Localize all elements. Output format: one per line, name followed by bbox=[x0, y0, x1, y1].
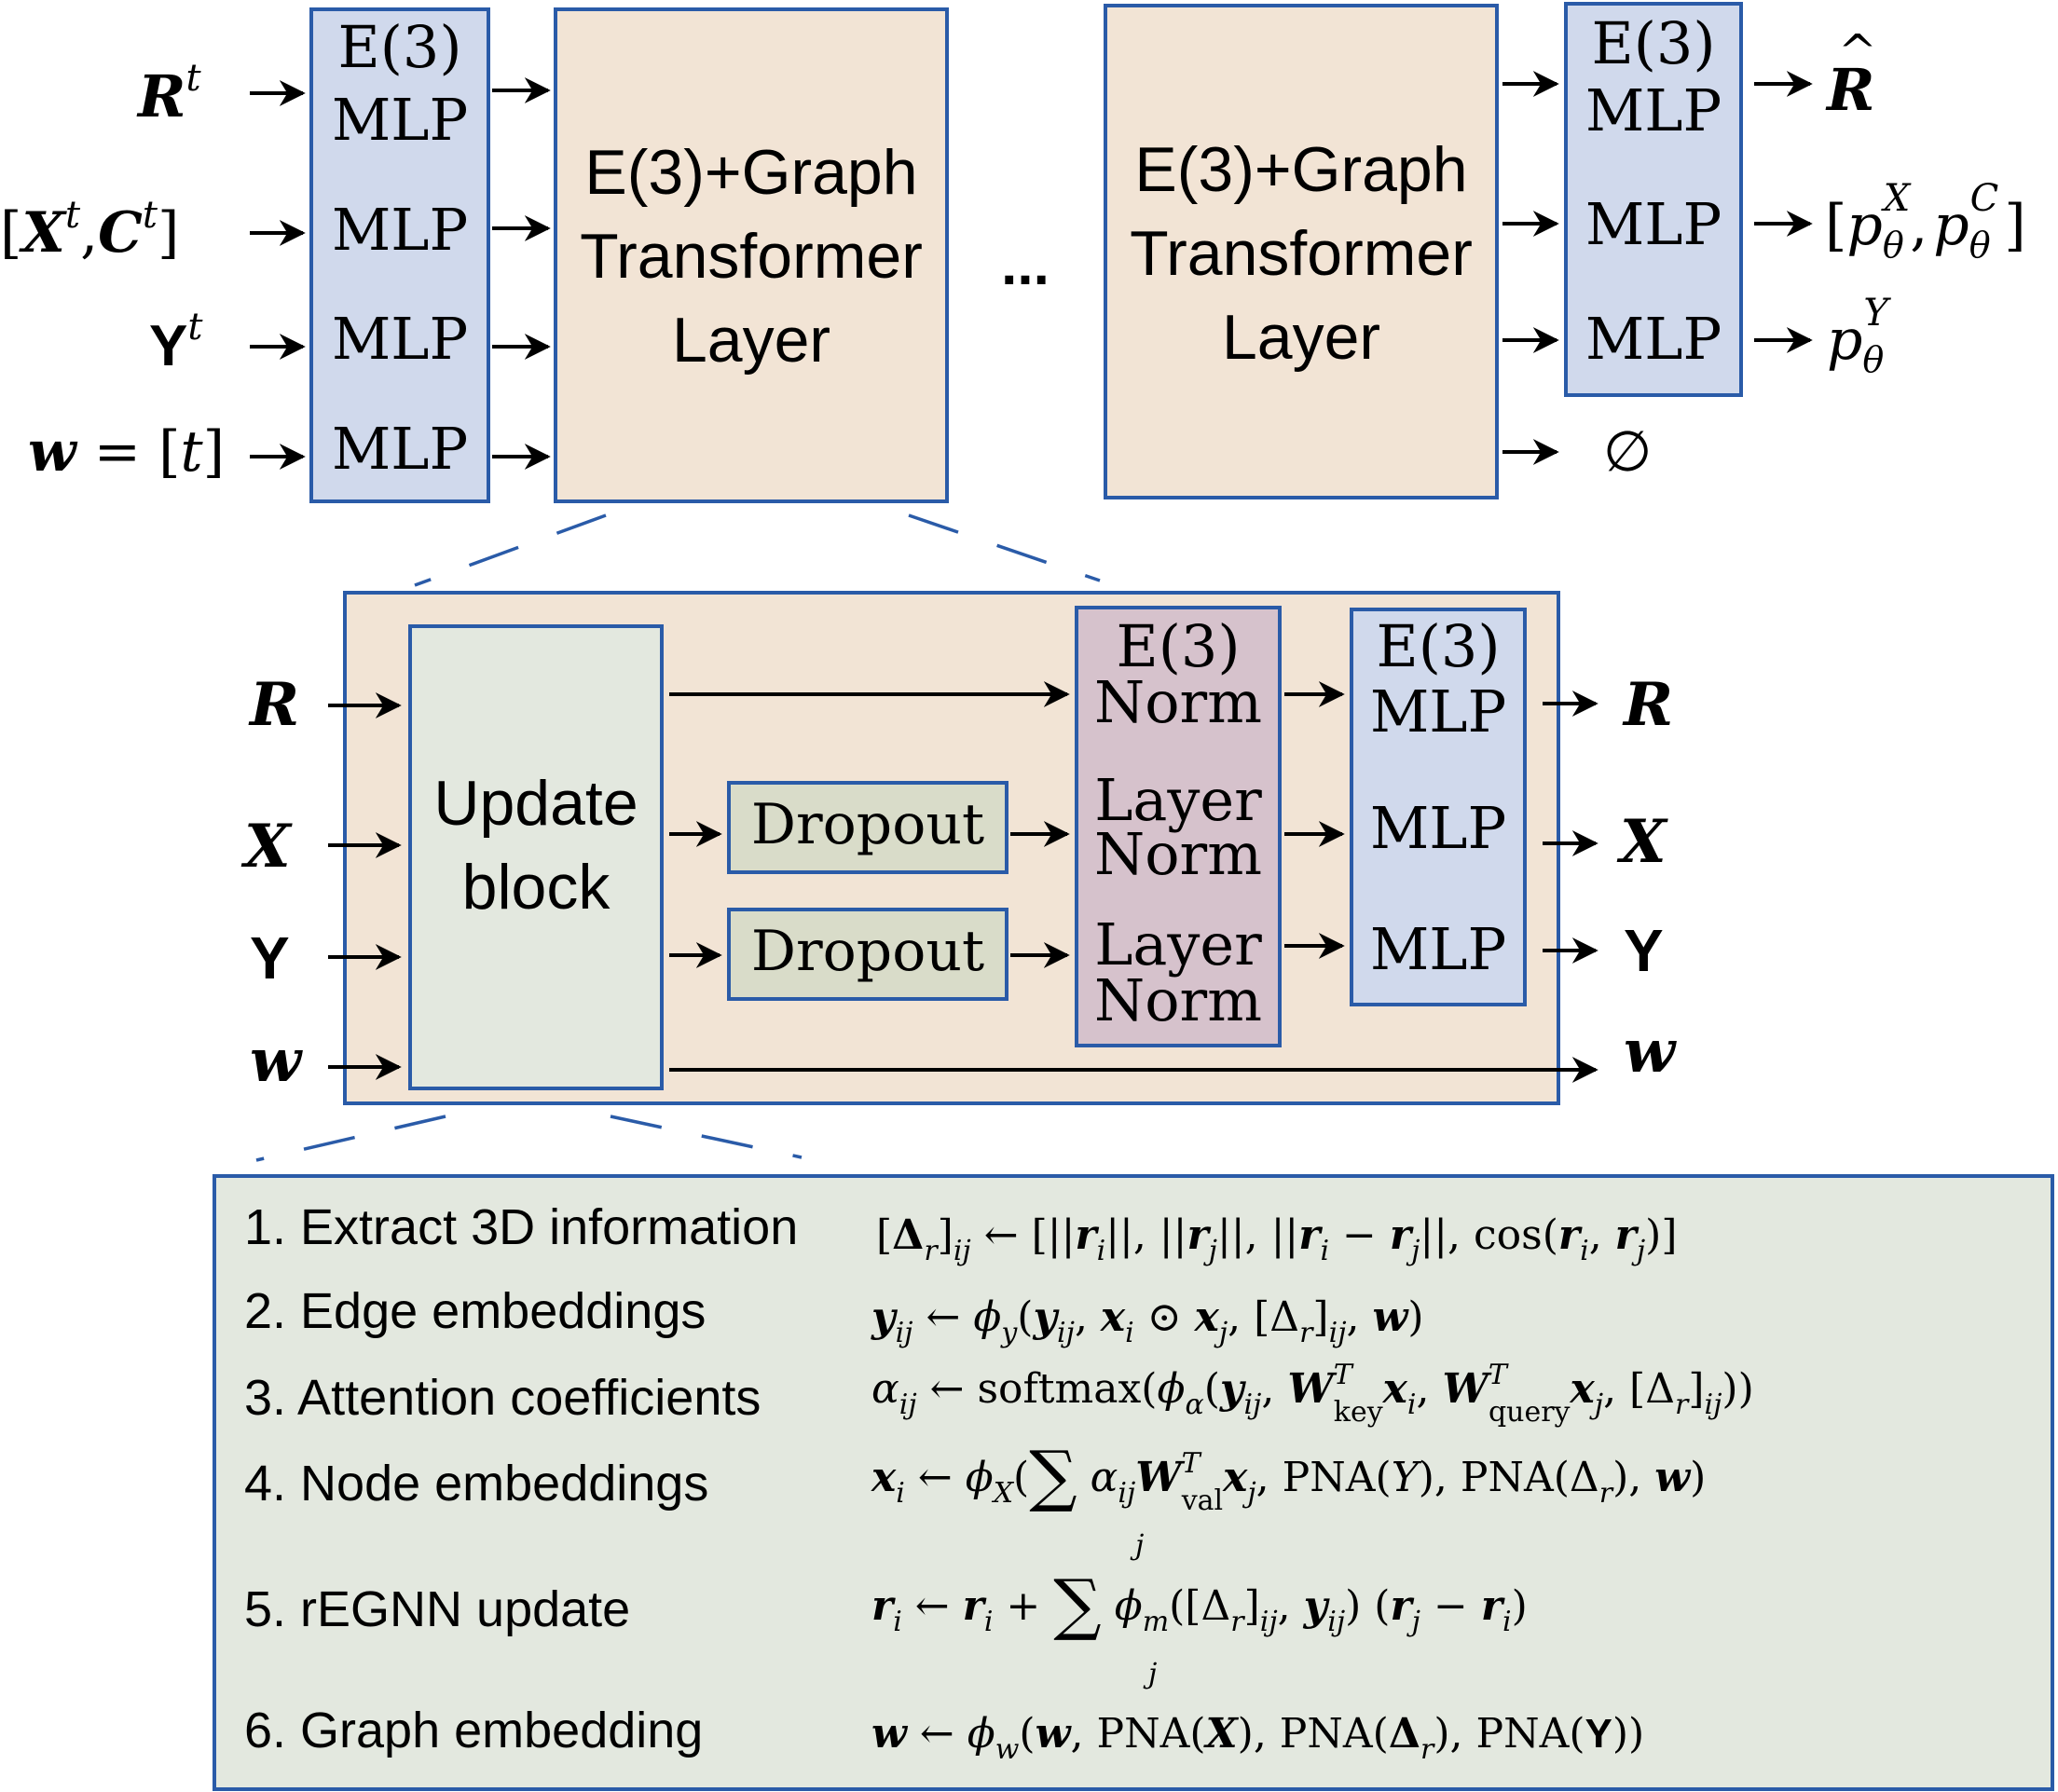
update-block-line1: Update bbox=[433, 768, 638, 839]
transformer-1-labels: E(3)+Graph Transformer Layer bbox=[580, 137, 923, 376]
input-mlp-labels: E(3) MLP MLP MLP MLP bbox=[332, 13, 468, 483]
ellipsis: ... bbox=[1001, 233, 1050, 297]
output-p-xc: [pθX,pθC] bbox=[1825, 177, 2026, 266]
transformer-layer-1 bbox=[554, 7, 949, 503]
top-output-labels: R ^ [pθX,pθC] pθY ∅ bbox=[1603, 24, 2026, 485]
mid-output-arrows bbox=[1543, 691, 1598, 964]
mid-input-arrows bbox=[328, 692, 402, 1080]
step-3-label: 3. Attention coefficients bbox=[244, 1370, 761, 1426]
mid-mlp-3: MLP bbox=[1370, 915, 1506, 983]
mid-e3-title: E(3) bbox=[1376, 612, 1500, 680]
output-empty-set: ∅ bbox=[1603, 419, 1652, 485]
input-r-label: Rt bbox=[136, 57, 202, 130]
layer-norm-1-line1: Layer bbox=[1094, 766, 1262, 834]
step-6-label: 6. Graph embedding bbox=[244, 1703, 703, 1758]
output-p-y: pθY bbox=[1827, 292, 1891, 380]
input-mlp-block bbox=[309, 7, 490, 503]
transformer-1-line2: Transformer bbox=[580, 221, 923, 292]
output-mlp-3: MLP bbox=[1585, 305, 1722, 373]
layer-norm-1-line2: Norm bbox=[1094, 820, 1262, 888]
zoom-lines-2 bbox=[255, 1115, 803, 1162]
input-y-label: Yt bbox=[149, 306, 203, 378]
step-1-equation: [Δr]ij ← [||ri||, ||rj||, ||ri − rj||, c… bbox=[876, 1211, 1678, 1267]
input-xc-label: [Xt,Ct] bbox=[0, 194, 179, 266]
step-labels: 1. Extract 3D information 2. Edge embedd… bbox=[244, 1199, 798, 1758]
transformer-layer-n bbox=[1104, 4, 1499, 499]
transformer-n-line1: E(3)+Graph bbox=[1134, 134, 1467, 205]
layer-norm-2-line2: Norm bbox=[1094, 966, 1262, 1034]
output-r-hat: R bbox=[1825, 56, 1875, 124]
step-equations: [Δr]ij ← [||ri||, ||rj||, ||ri − rj||, c… bbox=[871, 1211, 1754, 1766]
arrows-from-transformer-n bbox=[1502, 71, 1559, 465]
top-output-arrows bbox=[1754, 71, 1813, 353]
dropout-y-label: Dropout bbox=[751, 919, 984, 984]
layer-norm-2-line1: Layer bbox=[1094, 910, 1262, 978]
transformer-1-line3: Layer bbox=[672, 305, 830, 376]
step-1-label: 1. Extract 3D information bbox=[244, 1199, 798, 1255]
update-block-line2: block bbox=[462, 852, 611, 923]
output-mlp-block bbox=[1564, 2, 1743, 397]
mid-output-w: w bbox=[1624, 1017, 1677, 1087]
input-mlp-4: MLP bbox=[332, 415, 468, 483]
output-mlp-labels: E(3) MLP MLP MLP bbox=[1585, 9, 1722, 373]
norm-block-labels: E(3) Norm Layer Norm Layer Norm bbox=[1094, 612, 1262, 1034]
dropout-y bbox=[727, 908, 1008, 1001]
output-r-hat-accent: ^ bbox=[1838, 24, 1877, 78]
update-block bbox=[408, 624, 664, 1090]
mid-mlp-labels: E(3) MLP MLP MLP bbox=[1370, 612, 1506, 983]
dropout-x-label: Dropout bbox=[751, 792, 984, 857]
mid-input-w: w bbox=[250, 1026, 303, 1096]
transformer-n-line3: Layer bbox=[1222, 302, 1380, 373]
input-w-label: w = [t] bbox=[28, 419, 225, 485]
transformer-n-line2: Transformer bbox=[1130, 218, 1473, 289]
mid-mlp-block bbox=[1350, 608, 1527, 1006]
update-block-labels: Update block bbox=[433, 768, 638, 923]
output-mlp-2: MLP bbox=[1585, 190, 1722, 258]
step-5-label: 5. rEGNN update bbox=[244, 1581, 630, 1637]
input-mlp-2: MLP bbox=[332, 196, 468, 264]
input-mlp-title: MLP bbox=[332, 86, 468, 154]
output-mlp-title: MLP bbox=[1585, 76, 1722, 144]
mid-input-x: X bbox=[240, 812, 293, 882]
norm-title: Norm bbox=[1094, 668, 1262, 736]
mid-input-r: R bbox=[248, 670, 299, 740]
step-6-equation: w ← ϕw(w, PNA(X), PNA(Δr), PNA(Y)) bbox=[871, 1710, 1644, 1766]
mid-input-labels: R X Y w bbox=[240, 670, 303, 1096]
mid-output-r: R bbox=[1622, 670, 1673, 740]
top-input-arrows bbox=[250, 80, 306, 470]
output-e3-title: E(3) bbox=[1591, 9, 1715, 77]
input-mlp-3: MLP bbox=[332, 305, 468, 373]
input-e3-title: E(3) bbox=[337, 13, 461, 81]
norm-e3-title: E(3) bbox=[1116, 612, 1240, 680]
dropout-x bbox=[727, 781, 1008, 874]
transformer-1-line1: E(3)+Graph bbox=[584, 137, 917, 208]
arrows-to-transformer-1 bbox=[492, 77, 551, 470]
mid-output-labels: R X Y w bbox=[1616, 670, 1677, 1087]
step-4-label: 4. Node embeddings bbox=[244, 1456, 708, 1512]
norm-block bbox=[1075, 606, 1282, 1047]
step-2-label: 2. Edge embeddings bbox=[244, 1283, 706, 1339]
top-input-labels: Rt [Xt,Ct] Yt w = [t] bbox=[0, 57, 225, 485]
mid-input-y: Y bbox=[250, 924, 290, 992]
step-2-equation: yij ← ϕy(yij, xi ⊙ xj, [Δr]ij, w) bbox=[871, 1293, 1424, 1349]
dropout-labels: Dropout Dropout bbox=[751, 792, 984, 984]
step-5-equation: ri ← ri + ∑ ϕm([Δr]ij, yij) (rj − ri) bbox=[871, 1565, 1528, 1643]
update-steps-box bbox=[213, 1174, 2054, 1791]
mid-mlp-2: MLP bbox=[1370, 794, 1506, 862]
mid-mlp-title: MLP bbox=[1370, 677, 1506, 746]
zoom-lines-1 bbox=[414, 513, 1101, 587]
mid-output-x: X bbox=[1616, 807, 1668, 877]
mid-output-y: Y bbox=[1624, 917, 1664, 984]
transformer-n-labels: E(3)+Graph Transformer Layer bbox=[1130, 134, 1473, 373]
mid-internal-arrows bbox=[669, 681, 1598, 1083]
